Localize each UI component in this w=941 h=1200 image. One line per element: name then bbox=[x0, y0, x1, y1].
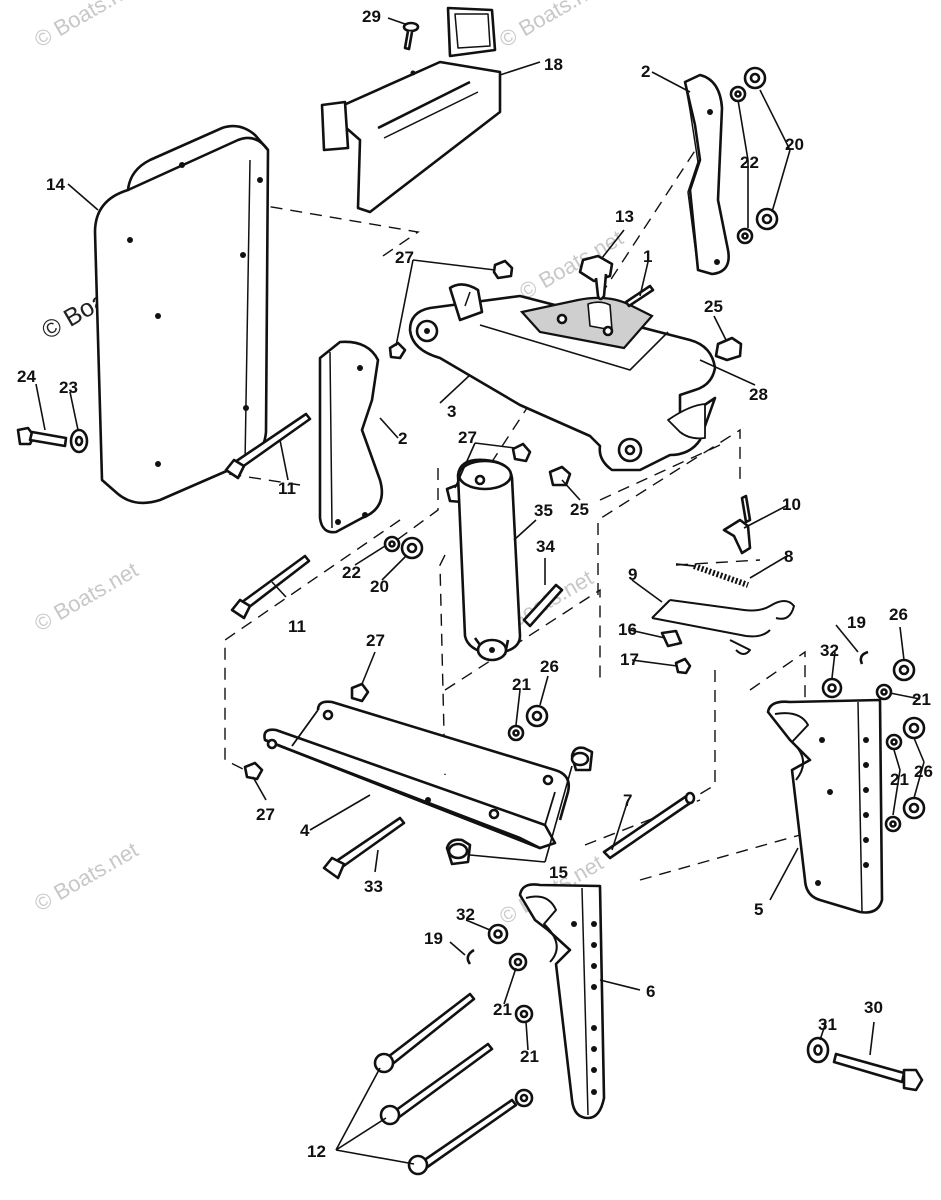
callout-35: 35 bbox=[534, 501, 553, 520]
fasteners-lower-left bbox=[466, 923, 534, 1108]
callout-32-right: 32 bbox=[820, 641, 839, 660]
callout-7: 7 bbox=[623, 791, 632, 810]
callout-20-top: 20 bbox=[785, 135, 804, 154]
bolt-and-washer-left bbox=[16, 426, 89, 454]
bolt-and-washer-right bbox=[806, 1036, 924, 1092]
callout-19-left: 19 bbox=[424, 929, 443, 948]
callout-27-lower: 27 bbox=[366, 631, 385, 650]
callout-6: 6 bbox=[646, 982, 655, 1001]
screw-part-17 bbox=[674, 657, 692, 675]
callout-13: 13 bbox=[615, 207, 634, 226]
clip-part-16 bbox=[660, 629, 683, 648]
watermark-top-center: © Boats.net bbox=[495, 0, 607, 52]
callout-26-center: 26 bbox=[540, 657, 559, 676]
callout-30: 30 bbox=[864, 998, 883, 1017]
callout-10: 10 bbox=[782, 495, 801, 514]
callout-5: 5 bbox=[754, 900, 763, 919]
callout-16: 16 bbox=[618, 620, 637, 639]
callout-32-left: 32 bbox=[456, 905, 475, 924]
mounting-board-part-14 bbox=[93, 124, 270, 505]
transom-clamp-right-part-5 bbox=[766, 698, 884, 914]
nut-and-washer-mid bbox=[383, 535, 424, 560]
callout-11-top: 11 bbox=[278, 479, 296, 498]
callout-31: 31 bbox=[818, 1015, 837, 1034]
callout-21-left-b: 21 bbox=[520, 1047, 539, 1066]
nuts-and-washers-upper bbox=[729, 66, 779, 245]
callout-33: 33 bbox=[364, 877, 383, 896]
pin-part-13 bbox=[578, 254, 614, 301]
callout-27-bottom: 27 bbox=[256, 805, 275, 824]
callout-22-top: 22 bbox=[740, 153, 759, 172]
callout-23: 23 bbox=[59, 378, 78, 397]
callout-29: 29 bbox=[362, 7, 381, 26]
watermark-mid-left: © Boats.net bbox=[30, 557, 142, 636]
callout-21-right-a: 21 bbox=[912, 690, 931, 709]
callout-28: 28 bbox=[749, 385, 768, 404]
callout-15: 15 bbox=[549, 863, 568, 882]
top-bracket-part-18 bbox=[320, 6, 502, 214]
callout-22-mid: 22 bbox=[342, 563, 361, 582]
spring-part-8 bbox=[675, 563, 749, 588]
side-bracket-lower-part-2 bbox=[318, 340, 384, 534]
callout-2-top: 2 bbox=[641, 62, 650, 81]
cylinder-part-35 bbox=[456, 458, 522, 662]
swivel-bracket-part-3 bbox=[408, 283, 717, 472]
wire-spring-part-9 bbox=[651, 599, 795, 655]
callout-14: 14 bbox=[46, 175, 65, 194]
callout-17: 17 bbox=[620, 650, 639, 669]
callout-1: 1 bbox=[643, 247, 652, 266]
callout-labels: 29 18 2 20 22 14 13 1 27 25 28 3 2 27 25… bbox=[17, 7, 933, 1161]
callout-27-top: 27 bbox=[395, 248, 414, 267]
pin-part-34 bbox=[522, 583, 564, 628]
watermark-top-left: © Boats.net bbox=[30, 0, 142, 52]
callout-24: 24 bbox=[17, 367, 36, 386]
nut-and-washer-center bbox=[507, 704, 549, 742]
callout-11-bottom: 11 bbox=[288, 617, 306, 636]
bolt-part-33 bbox=[322, 816, 406, 880]
callout-25-right: 25 bbox=[704, 297, 723, 316]
callout-8: 8 bbox=[784, 547, 793, 566]
screw-part-29 bbox=[402, 21, 420, 51]
callout-12: 12 bbox=[307, 1142, 326, 1161]
lever-part-10 bbox=[722, 494, 752, 555]
bushings-part-15 bbox=[445, 746, 594, 866]
callout-2-left: 2 bbox=[398, 429, 407, 448]
callout-21-right-b: 21 bbox=[890, 770, 909, 789]
callout-27-mid: 27 bbox=[458, 428, 477, 447]
callout-3: 3 bbox=[447, 402, 456, 421]
callout-25-mid: 25 bbox=[570, 500, 589, 519]
callout-26-right-top: 26 bbox=[889, 605, 908, 624]
small-pin-part-1 bbox=[624, 284, 655, 308]
callout-9: 9 bbox=[628, 565, 637, 584]
leader-lines bbox=[35, 17, 925, 1165]
callout-34: 34 bbox=[536, 537, 555, 556]
fasteners-lower bbox=[243, 682, 370, 781]
callout-20-mid: 20 bbox=[370, 577, 389, 596]
callout-4: 4 bbox=[300, 821, 310, 840]
pin-part-7 bbox=[602, 791, 696, 860]
callout-19-right: 19 bbox=[847, 613, 866, 632]
side-bracket-upper-part-2 bbox=[683, 73, 730, 276]
channel-bracket-part-4 bbox=[263, 700, 570, 850]
callout-26-right-bottom: 26 bbox=[914, 762, 933, 781]
callout-21-center: 21 bbox=[512, 675, 531, 694]
callout-21-left-a: 21 bbox=[493, 1000, 512, 1019]
bolts-part-12 bbox=[373, 992, 518, 1176]
transom-clamp-left-part-6 bbox=[518, 883, 606, 1120]
fasteners-right bbox=[821, 650, 926, 833]
watermark-lower-left: © Boats.net bbox=[30, 837, 142, 916]
callout-18: 18 bbox=[544, 55, 563, 74]
